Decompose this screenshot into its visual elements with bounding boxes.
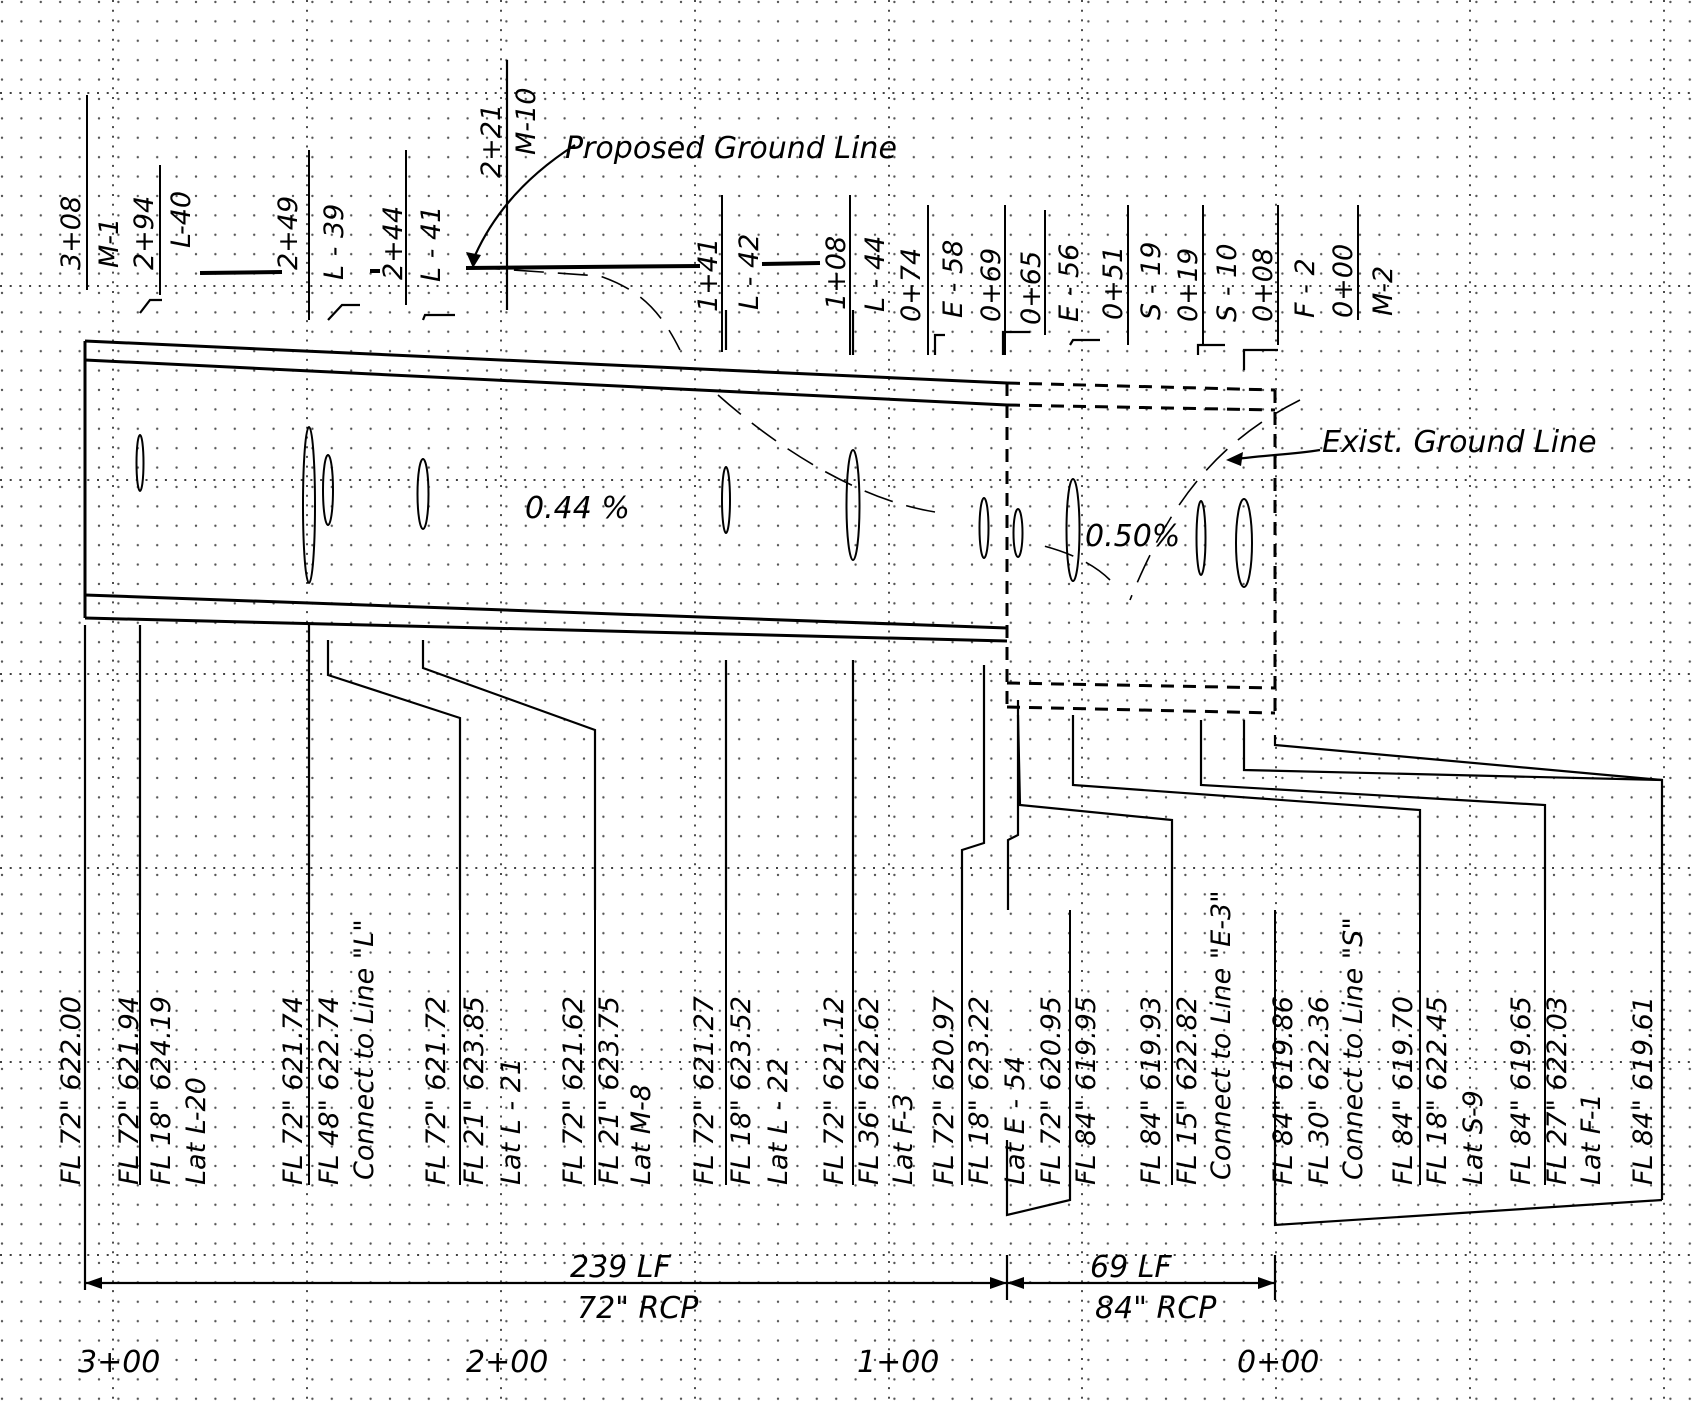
flowline-label: FL 72" 620.95 — [1036, 996, 1067, 1185]
run1-pipe: 72" RCP — [577, 1291, 699, 1326]
flowline-label: Lat F-3 — [888, 1093, 919, 1185]
flowline-label: FL 30" 622.36 — [1304, 996, 1335, 1185]
grade-right-label: 0.50% — [1085, 519, 1180, 554]
flowline-label: FL 72" 621.74 — [278, 996, 309, 1185]
station-axis-label: 2+00 — [466, 1345, 548, 1380]
station-label: 1+41 — [693, 238, 724, 312]
lateral-openings — [135, 426, 1253, 588]
proposed-ground-line — [466, 144, 936, 513]
run1-length: 239 LF — [570, 1250, 672, 1285]
station-label: M-2 — [1368, 266, 1399, 316]
station-label: 2+49 — [273, 196, 304, 270]
flowline-label: FL 18" 623.52 — [726, 996, 757, 1185]
flowline-label: FL 27" 622.03 — [1542, 996, 1573, 1185]
flowline-label: FL 36" 622.62 — [854, 996, 885, 1185]
station-label: 2+21 — [476, 104, 507, 178]
station-label: F - 2 — [1290, 258, 1321, 318]
station-label: 3+08 — [56, 196, 87, 270]
flowline-label: FL 72" 622.00 — [56, 996, 87, 1185]
station-label: L - 44 — [860, 236, 891, 312]
flowline-label: Lat S-9 — [1458, 1090, 1489, 1185]
flowline-label: FL 18" 622.45 — [1422, 996, 1453, 1185]
flowline-label: FL 48" 622.74 — [314, 996, 345, 1185]
run2-length: 69 LF — [1090, 1250, 1172, 1285]
flowline-label: FL 72" 621.62 — [558, 996, 589, 1185]
station-label: 0+08 — [1248, 248, 1279, 322]
flowline-label: FL 72" 620.97 — [929, 996, 960, 1185]
top-leaders — [139, 60, 1278, 370]
flowline-label: FL 84" 619.61 — [1628, 996, 1659, 1185]
station-label: L - 41 — [416, 206, 447, 282]
station-label: L - 42 — [734, 234, 765, 310]
flowline-label: FL 84" 619.93 — [1136, 996, 1167, 1185]
flowline-label: FL 72" 621.27 — [689, 996, 720, 1185]
station-axis-label: 0+00 — [1237, 1345, 1319, 1380]
run2-pipe: 84" RCP — [1095, 1291, 1217, 1326]
station-label: L - 39 — [319, 204, 350, 280]
station-label: M-10 — [511, 88, 542, 155]
flowline-label: Lat E - 54 — [1000, 1056, 1031, 1185]
proposed-ground-line-label: Proposed Ground Line — [565, 131, 897, 166]
flowline-label: Lat L - 22 — [763, 1058, 794, 1185]
station-label: E - 56 — [1054, 244, 1085, 322]
proposed-grade-bars — [199, 261, 821, 275]
station-label: 0+51 — [1098, 246, 1129, 320]
flowline-label: Lat F-1 — [1576, 1093, 1607, 1185]
flowline-label: Lat L-20 — [181, 1077, 212, 1185]
station-label: 0+74 — [896, 248, 927, 322]
flowline-label: FL 18" 623.22 — [964, 996, 995, 1185]
station-label: 1+08 — [821, 236, 852, 310]
flowline-label: Lat L - 21 — [496, 1058, 527, 1185]
flowline-label: Connect to Line "E-3" — [1206, 890, 1237, 1180]
flowline-label: FL 18" 624.19 — [146, 996, 177, 1185]
flowline-label: FL 84" 619.70 — [1388, 996, 1419, 1185]
station-label: S - 10 — [1212, 244, 1243, 322]
pipe-84in-body — [1005, 381, 1277, 715]
station-axis-label: 1+00 — [857, 1345, 939, 1380]
station-label: 0+19 — [1173, 248, 1204, 322]
station-label: 2+44 — [378, 206, 409, 280]
station-label: M-1 — [94, 218, 125, 268]
station-label: 2+94 — [129, 196, 160, 270]
station-axis-label: 3+00 — [78, 1345, 160, 1380]
station-labels-top: 3+08 M-1 2+94 L-40 2+49 L - 39 2+44 L - … — [56, 88, 1399, 355]
station-axis: 3+00 2+00 1+00 0+00 — [78, 1345, 1319, 1380]
station-label: S - 19 — [1136, 242, 1167, 320]
exist-ground-line-label: Exist. Ground Line — [1322, 425, 1597, 460]
station-label: 0+69 — [976, 248, 1007, 322]
station-label: 0+65 — [1016, 251, 1047, 325]
flowline-label: FL 84" 619.65 — [1506, 996, 1537, 1185]
flowline-label: FL 72" 621.72 — [421, 996, 452, 1185]
flowline-label: Connect to Line "S" — [1338, 917, 1369, 1180]
flowline-label: FL 21" 623.85 — [459, 996, 490, 1185]
existing-ground-line — [1039, 399, 1321, 601]
flowline-label: FL 84" 619.95 — [1071, 996, 1102, 1185]
station-label: L-40 — [166, 191, 197, 248]
flowline-labels: FL 72" 622.00 FL 72" 621.94 FL 18" 624.1… — [56, 890, 1659, 1185]
pipe-72in-body — [83, 339, 1008, 643]
station-label: E - 58 — [938, 240, 969, 318]
dimension-lines — [85, 1255, 1277, 1300]
flowline-label: FL 84" 619.86 — [1268, 996, 1299, 1185]
grade-left-label: 0.44 % — [525, 491, 630, 526]
flowline-label: FL 15" 622.82 — [1172, 996, 1203, 1185]
flowline-label: FL 21" 623.75 — [594, 996, 625, 1185]
flowline-label: Connect to Line "L" — [349, 919, 380, 1180]
flowline-label: FL 72" 621.12 — [819, 996, 850, 1185]
flowline-label: Lat M-8 — [626, 1084, 657, 1185]
station-label: 0+00 — [1328, 244, 1359, 318]
